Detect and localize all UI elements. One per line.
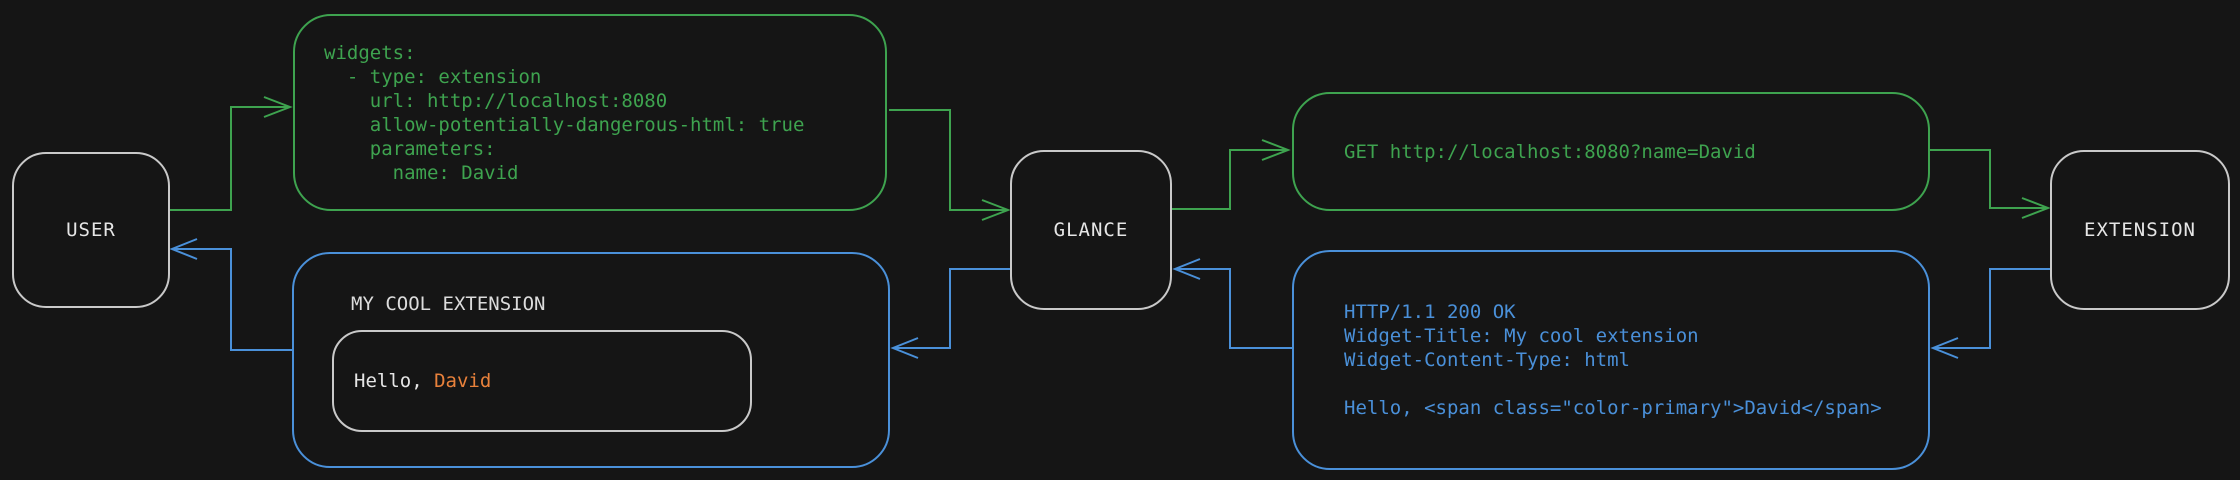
glance-node: GLANCE — [1010, 150, 1172, 310]
greeting-name: David — [434, 370, 492, 392]
config-line: parameters: — [324, 137, 496, 160]
arrow-extension-to-response — [1930, 268, 2050, 359]
arrow-glance-to-widget — [890, 268, 1010, 359]
arrow-config-to-glance — [889, 109, 1011, 221]
config-yaml-box: widgets: - type: extension url: http://l… — [293, 14, 887, 211]
widget-greeting-box: Hello, David — [332, 330, 752, 432]
greeting-prefix: Hello, — [354, 370, 435, 392]
config-line: allow-potentially-dangerous-html: true — [324, 113, 805, 136]
config-line: - type: extension — [324, 65, 542, 88]
request-line: GET http://localhost:8080?name=David — [1344, 140, 1756, 163]
response-line: HTTP/1.1 200 OK — [1344, 301, 1516, 323]
widget-preview-box: MY COOL EXTENSION Hello, David — [292, 252, 890, 468]
response-line: Widget-Title: My cool extension — [1344, 325, 1699, 347]
config-line: url: http://localhost:8080 — [324, 89, 668, 112]
response-line: Widget-Content-Type: html — [1344, 349, 1630, 371]
arrow-request-to-extension — [1930, 149, 2051, 219]
user-node-label: USER — [66, 219, 116, 241]
glance-node-label: GLANCE — [1053, 219, 1129, 241]
extension-node-label: EXTENSION — [2084, 219, 2196, 241]
extension-node: EXTENSION — [2050, 150, 2230, 310]
widget-title: MY COOL EXTENSION — [351, 293, 546, 315]
arrow-widget-to-user — [169, 238, 292, 351]
config-line: widgets: — [324, 41, 416, 64]
response-line — [1344, 372, 1928, 396]
http-request-box: GET http://localhost:8080?name=David — [1292, 92, 1930, 211]
arrow-response-to-glance — [1172, 258, 1292, 349]
http-response-box: HTTP/1.1 200 OK Widget-Title: My cool ex… — [1292, 250, 1930, 470]
user-node: USER — [12, 152, 170, 308]
config-line: name: David — [324, 161, 519, 184]
arrow-user-to-config — [170, 96, 293, 211]
response-line: Hello, <span class="color-primary">David… — [1344, 397, 1882, 419]
arrow-glance-to-request — [1172, 139, 1291, 210]
